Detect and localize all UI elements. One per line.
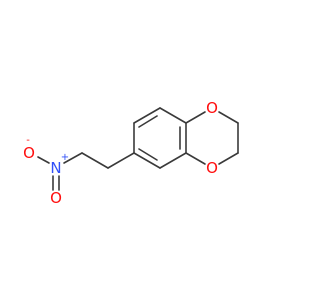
oxygen-atom-bottom: O bbox=[206, 159, 218, 177]
bond-c3-c4-inner bbox=[138, 148, 158, 161]
bond-c4-c5 bbox=[159, 152, 187, 169]
nitrogen-charge: + bbox=[61, 152, 69, 163]
bond-c3-c4 bbox=[133, 152, 161, 169]
bond-cb-n bbox=[63, 152, 83, 164]
bond-c8-o2 bbox=[218, 152, 239, 165]
bond-c6-c1 bbox=[159, 107, 187, 124]
bond-c1-c2 bbox=[133, 107, 161, 124]
benzene-ring bbox=[133, 107, 187, 169]
bond-o1-c7 bbox=[218, 111, 239, 124]
oxygen-atom-double: O bbox=[50, 189, 62, 207]
molecule-structure-diagram: O O N + O - O bbox=[23, 99, 239, 207]
oxygen-anion-charge: - bbox=[26, 135, 30, 146]
oxygen-atom-anion: O bbox=[23, 144, 35, 162]
bond-n-o-left bbox=[37, 156, 50, 164]
bond-o2-c5 bbox=[185, 152, 206, 165]
bond-c3-ca bbox=[107, 152, 135, 169]
bond-c1-c2-inner bbox=[138, 115, 158, 128]
nitrogen-atom: N bbox=[50, 159, 61, 177]
bond-ca-cb bbox=[81, 152, 109, 169]
dioxane-ring bbox=[185, 111, 239, 165]
oxygen-atom-top: O bbox=[206, 99, 218, 117]
bond-c6-o1 bbox=[185, 111, 206, 124]
nitroethyl-chain bbox=[37, 152, 135, 191]
